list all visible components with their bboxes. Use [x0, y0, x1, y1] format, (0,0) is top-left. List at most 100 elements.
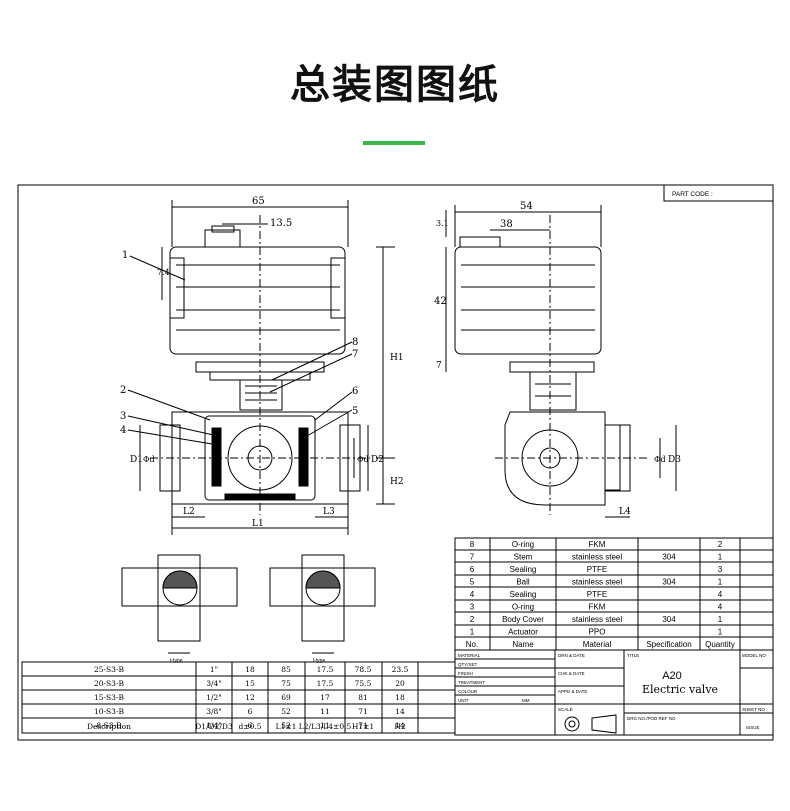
bom-cell-material: stainless steel	[572, 553, 622, 562]
bom-header-qty: Quantity	[705, 640, 735, 649]
spec-cell: 6	[248, 721, 253, 730]
spec-cell: 3/8"	[206, 707, 222, 716]
callout-4: 4	[120, 425, 126, 436]
dim-front-l2: L2	[183, 507, 195, 517]
bom-cell-qty: 1	[718, 578, 723, 587]
dim-side-l4: L4	[619, 507, 631, 517]
dim-front-d-right: Φd	[357, 455, 369, 464]
bom-cell-spec: 304	[662, 553, 676, 562]
spec-header: L2/L3/L4±0.5	[299, 722, 352, 731]
bom-cell-name: Sealing	[510, 590, 537, 599]
section-label-t: t-type	[170, 658, 183, 664]
spec-cell: 15-S3-B	[94, 693, 125, 702]
accent-bar	[363, 141, 425, 145]
spec-cell: 14	[395, 707, 405, 716]
bom-cell-no: 5	[470, 578, 475, 587]
callout-1: 1	[122, 250, 128, 261]
title-block	[454, 649, 774, 736]
spec-cell: 71	[358, 721, 368, 730]
tb-finish: FINISH	[458, 671, 473, 676]
spec-cell: 6	[248, 707, 253, 716]
bom-cell-no: 2	[470, 615, 475, 624]
tb-unit-value: MM	[522, 698, 530, 703]
spec-cell: 23.5	[392, 665, 409, 674]
dim-front-offset: 13.5	[270, 218, 292, 229]
bom-cell-no: 3	[470, 603, 475, 612]
bom-header-no: No.	[466, 640, 478, 649]
dim-front-h1: H1	[390, 353, 404, 363]
spec-header: H2	[394, 722, 406, 731]
spec-cell: 17.5	[317, 665, 334, 674]
bom-cell-material: FKM	[589, 603, 606, 612]
spec-cell: 78.5	[355, 665, 372, 674]
bom-cell-material: PPO	[589, 628, 606, 637]
bom-cell-name: Ball	[516, 578, 530, 587]
spec-cell: 8-S3-B	[96, 721, 122, 730]
tb-issue: ISSUE	[746, 725, 760, 730]
dim-side-height: 42	[434, 296, 447, 307]
bom-cell-qty: 1	[718, 553, 723, 562]
spec-cell: 14	[395, 721, 405, 730]
spec-cell: 69	[281, 693, 291, 702]
tb-treatment: TREATMENT	[458, 680, 485, 685]
bom-cell-no: 6	[470, 565, 475, 574]
bom-table	[454, 537, 774, 651]
bom-header-material: Material	[583, 640, 612, 649]
spec-cell: 17	[320, 693, 330, 702]
tb-sheet-no: SHEET NO	[742, 707, 765, 712]
spec-cell: 81	[358, 693, 368, 702]
dim-side-d: Φd	[654, 455, 666, 464]
bom-cell-spec: 304	[662, 615, 676, 624]
bom-cell-no: 1	[470, 628, 475, 637]
bom-cell-no: 4	[470, 590, 475, 599]
dim-front-h2: H2	[390, 477, 404, 487]
tb-scale: SCALE	[558, 707, 573, 712]
spec-cell: 1/4"	[206, 721, 222, 730]
bom-cell-name: Body Cover	[502, 615, 544, 624]
bom-cell-qty: 1	[718, 628, 723, 637]
spec-cell: 75	[281, 679, 291, 688]
spec-header: L1±1	[276, 722, 297, 731]
tb-unit: UNIT	[458, 698, 469, 703]
spec-cell: 12	[245, 693, 255, 702]
tb-title-value: A20	[662, 670, 682, 682]
callout-3: 3	[120, 411, 126, 422]
section-view-l	[269, 554, 376, 654]
spec-cell: 20-S3-B	[94, 679, 125, 688]
front-view	[127, 200, 395, 535]
bom-cell-qty: 4	[718, 590, 723, 599]
bom-cell-name: Sealing	[510, 565, 537, 574]
bom-header-name: Name	[512, 640, 534, 649]
bom-cell-name: Actuator	[508, 628, 538, 637]
dim-front-d: Φd	[143, 455, 155, 464]
bom-header-spec: Specification	[646, 640, 691, 649]
dim-front-l3: L3	[323, 507, 335, 517]
spec-header: d±0.5	[238, 722, 261, 731]
bom-cell-qty: 2	[718, 540, 723, 549]
side-view	[445, 205, 677, 518]
callout-7: 7	[352, 349, 358, 360]
callout-5: 5	[352, 406, 358, 417]
callout-8: 8	[352, 337, 358, 348]
spec-cell: 3/4"	[206, 679, 222, 688]
dim-front-d2: D2	[371, 455, 384, 465]
spec-cell: 15	[245, 679, 255, 688]
section-label-l: l-type	[313, 658, 325, 664]
bom-cell-spec: 304	[662, 578, 676, 587]
spec-cell: 75.5	[355, 679, 372, 688]
dim-front-width: 65	[252, 196, 265, 207]
spec-cell: 1"	[210, 665, 218, 674]
bom-cell-material: FKM	[589, 540, 606, 549]
spec-cell: 25-S3-B	[94, 665, 125, 674]
sheet-frame	[17, 184, 774, 741]
bom-cell-no: 7	[470, 553, 475, 562]
dim-side-d3: D3	[668, 455, 681, 465]
bom-cell-no: 8	[470, 540, 475, 549]
tb-appd-date: APPD & DATE	[558, 689, 587, 694]
page-heading: 总装图图纸	[290, 62, 500, 108]
bom-cell-material: stainless steel	[572, 578, 622, 587]
dim-side-bottom: 7	[436, 361, 442, 371]
bom-cell-name: O-ring	[512, 540, 534, 549]
